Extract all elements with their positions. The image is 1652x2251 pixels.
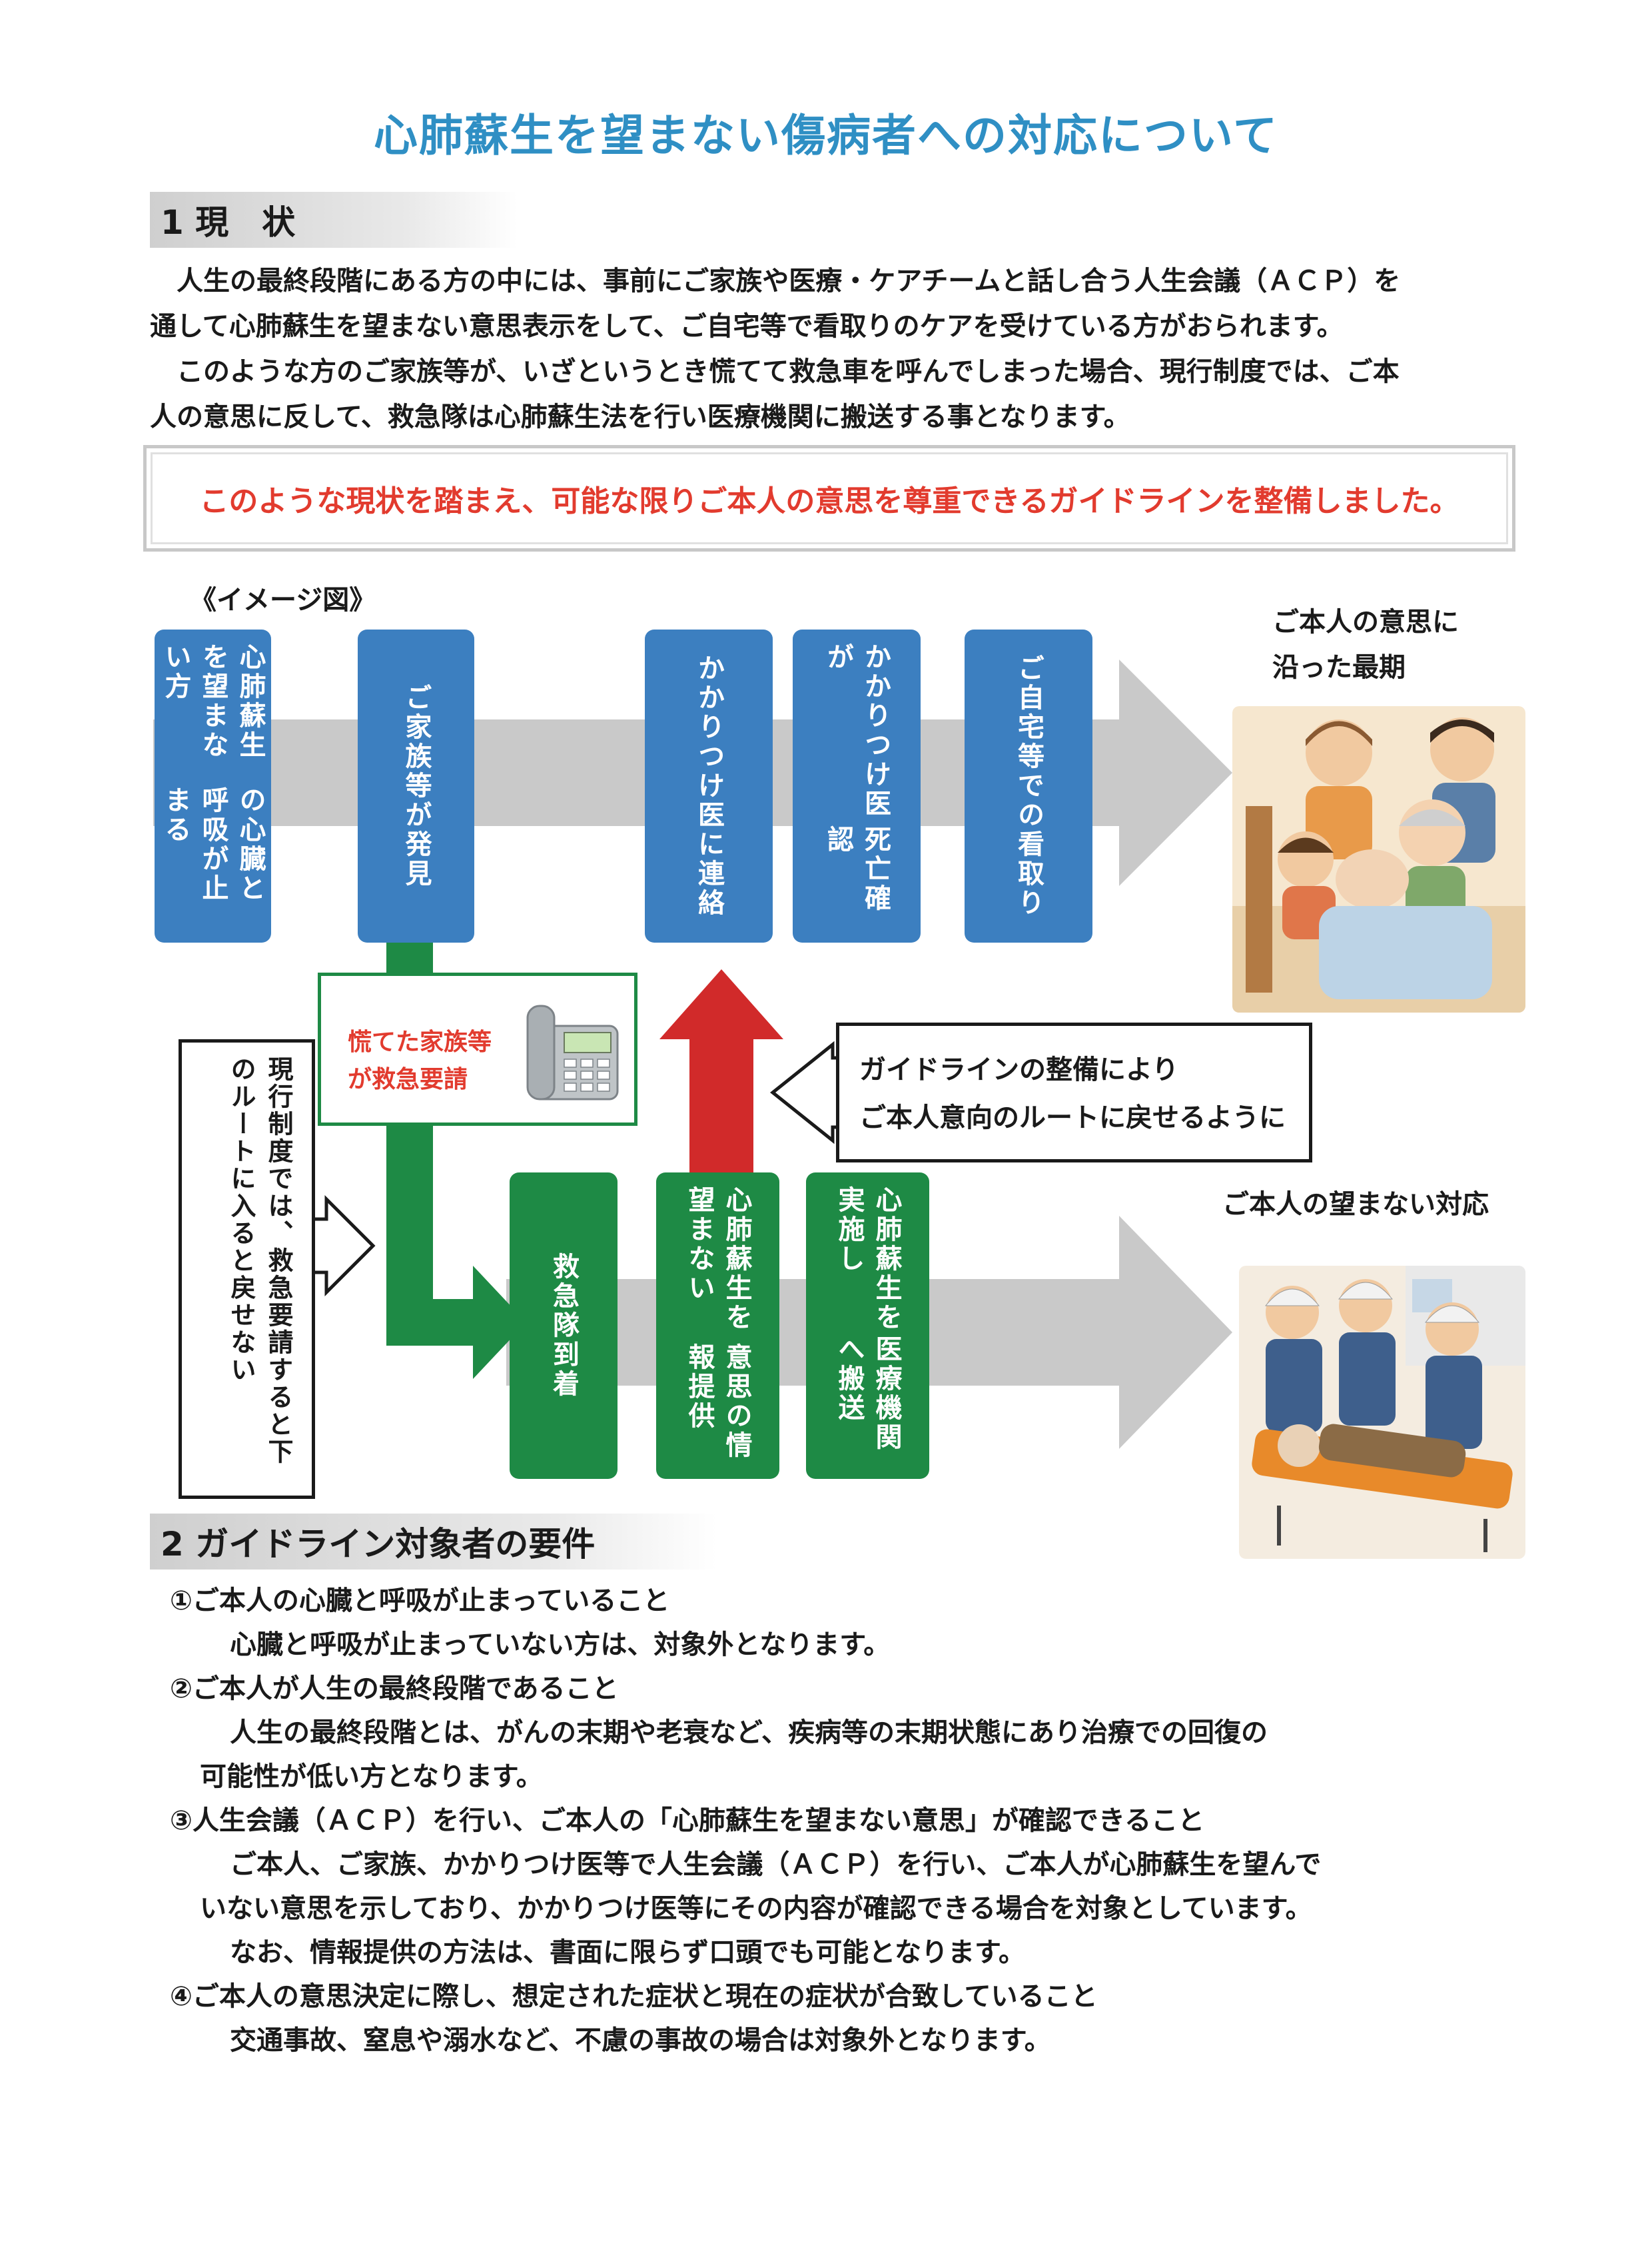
requirement-4-title: ④ご本人の意思決定に際し、想定された症状と現在の症状が合致していること [170, 1981, 1098, 2012]
desired-end-label: ご本人の意思に 沿った最期 [1272, 600, 1459, 690]
flow-box-death-confirmation-line-2: 死亡確認 [823, 825, 891, 913]
requirement-2-detail-1: 人生の最終段階とは、がんの末期や老衰など、疾病等の末期状態にあり治療での回復の [230, 1717, 1268, 1748]
guideline-note-box: ガイドラインの整備により ご本人意向のルートに戻せるように [836, 1023, 1312, 1162]
image-label: 《イメージ図》 [190, 585, 376, 616]
return-route-arrow [659, 969, 783, 1172]
para-2-line-1: このような方のご家族等が、いざというとき慌てて救急車を呼んでしまった場合、現行制… [177, 356, 1400, 387]
flow-box-cpr-transport-line-1: 心肺蘇生を実施し [833, 1186, 902, 1332]
flow-box-death-confirmation-line-1: かかりつけ医が [823, 643, 891, 819]
para-1-line-1: 人生の最終段階にある方の中には、事前にご家族や医療・ケアチームと話し合う人生会議… [177, 266, 1401, 296]
callout-text: このような現状を踏まえ、可能な限りご本人の意思を尊重できるガイドラインを整備しま… [199, 484, 1459, 518]
requirement-3-detail-3: なお、情報提供の方法は、書面に限らず口頭でも可能となります。 [230, 1937, 1025, 1968]
requirement-3-detail-1: ご本人、ご家族、かかりつけ医等で人生会議（ＡＣＰ）を行い、ご本人が心肺蘇生を望ん… [230, 1849, 1322, 1880]
guideline-note-text: ガイドラインの整備により ご本人意向のルートに戻せるように [859, 1046, 1286, 1142]
section-1-heading: 1 現 状 [150, 192, 518, 248]
flow-box-home-care: ご自宅等での看取り [965, 630, 1092, 943]
section-2-heading: 2 ガイドライン対象者の要件 [150, 1514, 717, 1570]
requirement-3-title: ③人生会議（ＡＣＰ）を行い、ご本人の「心肺蘇生を望まない意思」が確認できること [170, 1805, 1205, 1836]
guideline-pointer-arrow [769, 1041, 841, 1144]
section-1-body: 人生の最終段階にある方の中には、事前にご家族や医療・ケアチームと話し合う人生会議… [150, 258, 1522, 440]
requirement-1-title: ①ご本人の心臓と呼吸が止まっていること [170, 1585, 670, 1616]
flow-box-home-care-text: ご自宅等での看取り [1013, 654, 1044, 918]
page-title: 心肺蘇生を望まない傷病者への対応について [373, 110, 1279, 161]
panic-call-box: 慌てた家族等 が救急要請 [318, 973, 637, 1126]
flow-box-info-provision: 心肺蘇生を望まない意思の情報提供 [656, 1172, 779, 1479]
requirement-4-detail-1: 交通事故、窒息や溺水など、不慮の事故の場合は対象外となります。 [230, 2025, 1051, 2056]
requirement-2-title: ②ご本人が人生の最終段階であること [170, 1673, 619, 1704]
family-illustration [1232, 706, 1525, 1013]
current-system-line-1: 現行制度では、救急要請すると [264, 1056, 293, 1438]
callout-frame [143, 445, 1515, 552]
para-1-line-2: 通して心肺蘇生を望まない意思表示をして、ご自宅等で看取りのケアを受けている方がお… [150, 311, 1344, 342]
flow-box-family-finds-text: ご家族等が発見 [400, 683, 432, 889]
current-system-line-2: 下のルートに入ると戻せない [226, 1056, 293, 1466]
panic-call-line-1: 慌てた家族等 [348, 1029, 492, 1056]
current-system-note: 現行制度では、救急要請すると下のルートに入ると戻せない [179, 1039, 315, 1499]
para-2-line-2: 人の意思に反して、救急隊は心肺蘇生法を行い医療機関に搬送する事となります。 [150, 402, 1130, 432]
requirement-2-detail-2: 可能性が低い方となります。 [200, 1761, 543, 1792]
guideline-note-line-2: ご本人意向のルートに戻せるように [859, 1103, 1286, 1133]
flow-box-contact-doctor: かかりつけ医に連絡 [645, 630, 773, 943]
flow-box-info-provision-line-1: 心肺蘇生を望まない [683, 1186, 752, 1332]
flow-box-cpr-transport: 心肺蘇生を実施し医療機関へ搬送 [806, 1172, 929, 1479]
flow-box-cardiac-arrest-line-2: の心臓と呼吸が止まる [160, 786, 266, 903]
flow-box-death-confirmation: かかりつけ医が死亡確認 [793, 630, 921, 943]
desired-end-label-line-2: 沿った最期 [1272, 652, 1406, 683]
flow-box-cardiac-arrest: 心肺蘇生を望まない方の心臓と呼吸が止まる [155, 630, 271, 943]
requirement-3-detail-2: いない意思を示しており、かかりつけ医等にその内容が確認できる場合を対象としていま… [200, 1893, 1312, 1924]
flow-box-ems-arrival: 救急隊到着 [510, 1172, 618, 1479]
requirements-list: ①ご本人の心臓と呼吸が止まっていること 心臓と呼吸が止まっていない方は、対象外と… [170, 1579, 1502, 2062]
flow-box-contact-doctor-text: かかりつけ医に連絡 [693, 654, 724, 918]
requirement-1-detail-1: 心臓と呼吸が止まっていない方は、対象外となります。 [230, 1629, 891, 1660]
unwanted-care-label: ご本人の望まない対応 [1222, 1189, 1489, 1220]
guideline-note-line-1: ガイドラインの整備により [859, 1055, 1179, 1085]
current-system-text: 現行制度では、救急要請すると下のルートに入ると戻せない [222, 1056, 297, 1489]
telephone-icon [526, 1005, 619, 1101]
flow-box-ems-arrival-text: 救急隊到着 [548, 1252, 579, 1399]
flow-box-cardiac-arrest-line-1: 心肺蘇生を望まない方 [160, 643, 266, 760]
flow-box-cpr-transport-line-2: 医療機関へ搬送 [833, 1335, 902, 1452]
flow-box-info-provision-line-2: 意思の情報提供 [683, 1343, 752, 1461]
flow-box-family-finds: ご家族等が発見 [358, 630, 474, 943]
current-system-pointer-arrow [311, 1194, 376, 1297]
desired-end-label-line-1: ご本人の意思に [1272, 607, 1459, 638]
panic-call-text: 慌てた家族等 が救急要請 [348, 1024, 492, 1099]
ems-illustration [1239, 1266, 1525, 1559]
panic-call-line-2: が救急要請 [348, 1066, 468, 1093]
